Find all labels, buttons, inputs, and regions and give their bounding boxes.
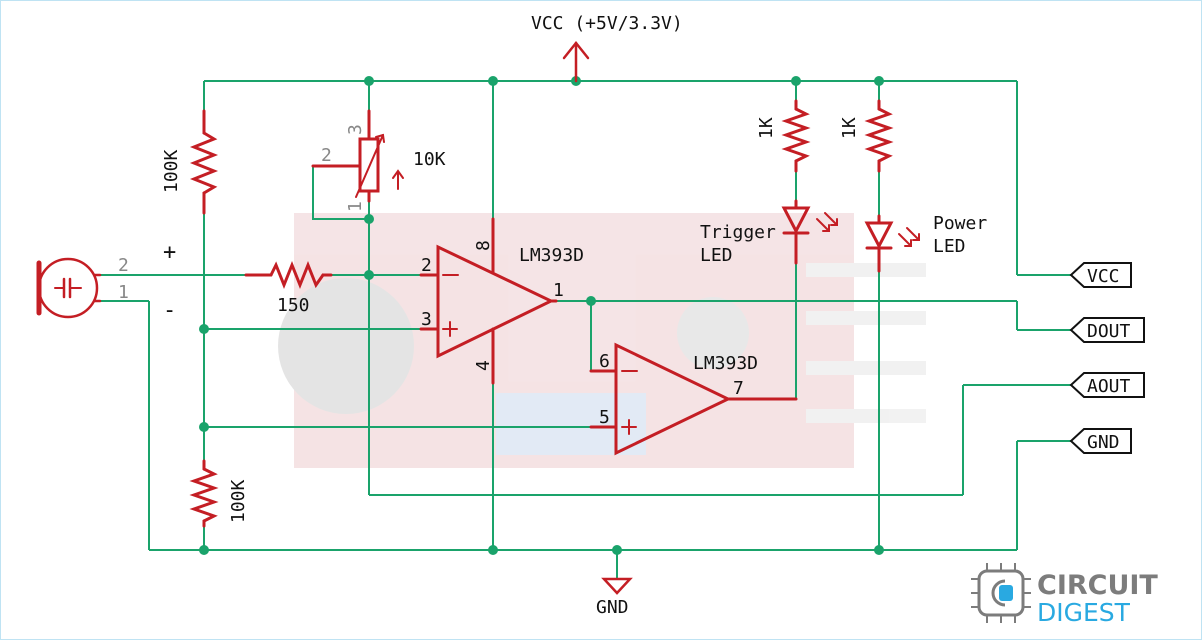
comparator-1-name: LM393D [519, 245, 584, 266]
port-aout-label: AOUT [1087, 376, 1131, 397]
resistor-1k-power [864, 99, 894, 173]
comparator-2-name: LM393D [693, 353, 758, 374]
resistor-100k-bottom [189, 459, 219, 528]
comparator-1-pin-1: 1 [553, 280, 564, 301]
potentiometer-10k [311, 109, 404, 203]
resistor-1k-trigger-label: 1K [756, 117, 777, 139]
resistor-150-label: 150 [277, 295, 310, 316]
port-vcc-label: VCC [1087, 266, 1120, 287]
background-module-photo [278, 213, 926, 468]
mic-pin-1: 1 [118, 282, 129, 303]
port-vcc-flag [1069, 262, 1132, 288]
resistor-1k-trigger [781, 99, 811, 173]
comparator-1-pin-8: 8 [473, 240, 494, 251]
vcc-supply-label: VCC (+5V/3.3V) [531, 13, 683, 34]
trigger-led-label-line1: Trigger [700, 222, 776, 243]
resistor-100k-bottom-label: 100K [228, 479, 249, 523]
comparator-2-triangle [589, 342, 798, 456]
port-dout-flag [1069, 317, 1145, 343]
comparator-1-pin-4: 4 [473, 360, 494, 371]
power-led-label-line2: LED [933, 236, 966, 257]
port-dout-label: DOUT [1087, 321, 1131, 342]
microphone-symbol [36, 257, 102, 319]
circuit-digest-logo: CIRCUIT DIGEST [971, 563, 1158, 627]
resistor-150 [244, 260, 333, 290]
resistor-100k-top-label: 100K [161, 149, 182, 193]
gnd-symbol [601, 577, 633, 595]
logo-text-circuit: CIRCUIT [1037, 570, 1158, 601]
wires [100, 56, 1071, 579]
power-led [864, 214, 920, 273]
pot-pin-3: 3 [345, 124, 366, 135]
gnd-supply-label: GND [596, 597, 629, 618]
mic-pin-2: 2 [118, 255, 129, 276]
comparator-1-triangle [419, 217, 558, 385]
comparator-1-pin-2: 2 [421, 255, 432, 276]
mic-plus-sign: + [163, 240, 176, 265]
chip-logo-icon [971, 563, 1031, 623]
pot-value-label: 10K [413, 149, 446, 170]
power-led-label-line1: Power [933, 213, 987, 234]
trigger-led-label-line2: LED [700, 245, 733, 266]
pot-pin-1: 1 [345, 201, 366, 212]
comparator-2-pin-5: 5 [599, 407, 610, 428]
port-gnd-label: GND [1087, 432, 1120, 453]
mic-minus-sign: - [163, 298, 176, 323]
resistor-100k-top [189, 109, 219, 215]
trigger-led [781, 199, 838, 265]
port-gnd-flag [1069, 428, 1132, 454]
port-aout-flag [1069, 372, 1145, 398]
logo-text-digest: DIGEST [1037, 598, 1131, 627]
resistor-1k-power-label: 1K [839, 117, 860, 139]
comparator-1-pin-3: 3 [421, 309, 432, 330]
comparator-2-pin-7: 7 [733, 378, 744, 399]
comparator-2-pin-6: 6 [599, 351, 610, 372]
pot-pin-2: 2 [321, 145, 332, 166]
